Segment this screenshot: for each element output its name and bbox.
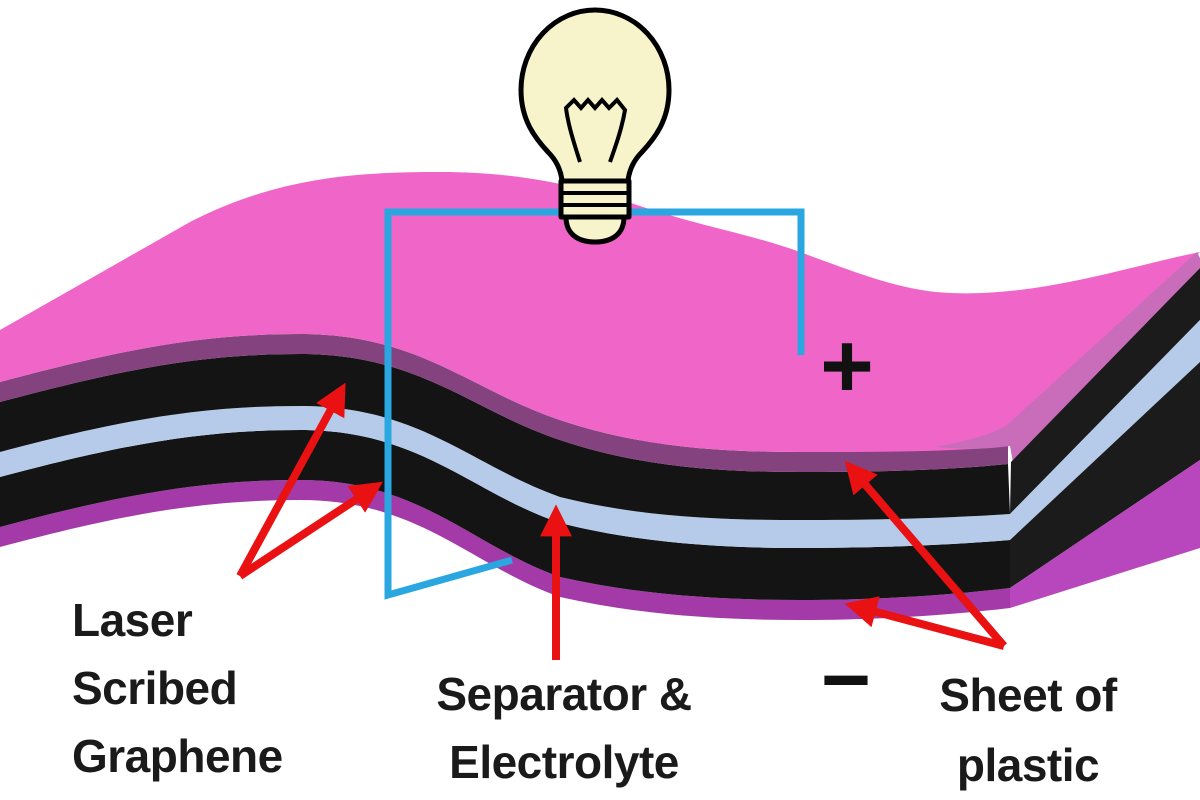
sheet-of-plastic-label: Sheet of plastic <box>897 660 1159 800</box>
bottom-plastic-side-face <box>1010 460 1200 608</box>
arrow-to-bottom-plastic <box>844 596 1006 650</box>
top-plastic-sheet <box>0 172 1200 452</box>
separator-side-face <box>1010 320 1200 540</box>
arrow-to-top-graphene <box>236 382 346 578</box>
circuit-wire <box>384 208 805 600</box>
laser-scribed-graphene-line2: Scribed <box>72 662 238 714</box>
laser-scribed-graphene-line3: Graphene <box>72 730 283 782</box>
positive-terminal-symbol: + <box>820 314 874 417</box>
annotation-arrows <box>236 382 1008 660</box>
top-plastic-side-highlight <box>935 252 1200 463</box>
bottom-graphene-layer <box>0 430 1010 600</box>
separator-electrolyte-line2: Electrolyte <box>449 736 679 788</box>
top-graphene-side-face <box>1010 268 1200 514</box>
arrow-to-top-plastic <box>844 460 1008 649</box>
bulb-base-cap <box>563 214 627 245</box>
arrow-to-bottom-graphene <box>237 481 384 580</box>
laser-scribed-graphene-line1: Laser <box>72 594 193 646</box>
sheet-of-plastic-line2: plastic <box>956 739 1100 791</box>
top-plastic-front-edge <box>0 334 1008 472</box>
bulb-glass <box>518 7 672 184</box>
bulb-filament <box>563 96 628 163</box>
separator-electrolyte-line1: Separator & <box>436 668 692 720</box>
bulb-screw-base <box>558 178 632 220</box>
negative-terminal-symbol: − <box>820 631 872 728</box>
laser-scribed-graphene-label: Laser Scribed Graphene <box>72 586 283 790</box>
bottom-graphene-side-face <box>1010 362 1200 588</box>
separator-electrolyte-layer <box>0 406 1010 548</box>
sheet-of-plastic-line1: Sheet of <box>939 669 1117 721</box>
separator-electrolyte-label: Separator & Electrolyte <box>413 660 715 796</box>
light-bulb-icon <box>518 7 672 245</box>
bulb-screw-threads <box>561 191 629 207</box>
top-graphene-layer <box>0 354 1010 520</box>
bottom-plastic-layer <box>0 480 1010 620</box>
